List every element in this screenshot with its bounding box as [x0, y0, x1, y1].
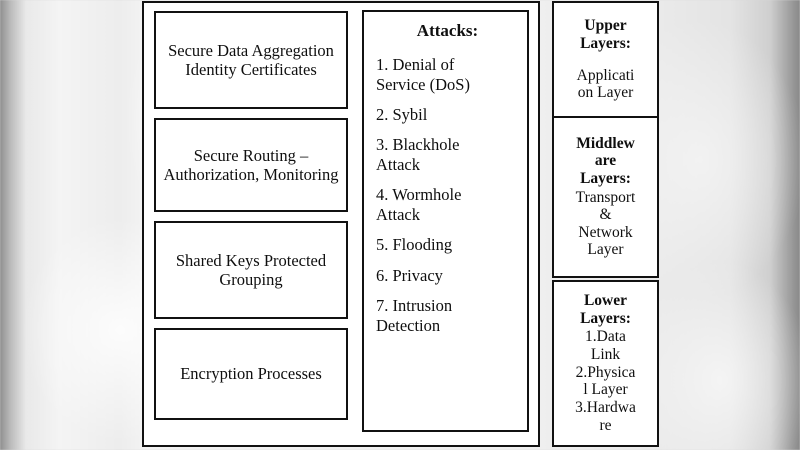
outer-panel: Secure Data Aggregation Identity Certifi…: [142, 1, 540, 447]
security-requirements-column: Secure Data Aggregation Identity Certifi…: [144, 3, 356, 445]
attack-item-2: 2. Sybil: [376, 104, 428, 124]
layer-lower-heading: Lower Layers:: [580, 292, 631, 327]
layer-box-middleware: Middlew are Layers: Transport & Network …: [552, 116, 659, 278]
attack-item-3: 3. Blackhole Attack: [376, 135, 460, 174]
layer-middleware-heading: Middlew are Layers:: [576, 134, 635, 187]
layer-lower-body: 1.Data Link 2.Physica l Layer 3.Hardwa r…: [575, 328, 636, 434]
layer-middleware-body: Transport & Network Layer: [575, 188, 636, 259]
security-box-shared-keys: Shared Keys Protected Grouping: [154, 221, 348, 319]
layer-upper-body: Applicati on Layer: [576, 66, 635, 102]
layer-box-lower: Lower Layers: 1.Data Link 2.Physica l La…: [552, 279, 659, 447]
attacks-box: Attacks: 1. Denial of Service (DoS) 2. S…: [362, 10, 529, 432]
attack-item-5: 5. Flooding: [376, 235, 453, 255]
layer-box-upper: Upper Layers: Applicati on Layer: [552, 1, 659, 119]
attack-item-4: 4. Wormhole Attack: [376, 185, 462, 224]
attacks-column: Attacks: 1. Denial of Service (DoS) 2. S…: [356, 3, 538, 445]
attack-item-7: 7. Intrusion Detection: [376, 296, 453, 335]
security-box-encryption-processes: Encryption Processes: [154, 328, 348, 420]
attack-item-1: 1. Denial of Service (DoS): [376, 55, 470, 94]
layer-upper-heading: Upper Layers:: [580, 17, 631, 53]
security-box-secure-routing: Secure Routing – Authorization, Monitori…: [154, 118, 348, 212]
security-box-secure-data-aggregation: Secure Data Aggregation Identity Certifi…: [154, 11, 348, 109]
attack-item-6: 6. Privacy: [376, 265, 443, 285]
attacks-title: Attacks:: [416, 21, 479, 40]
protocol-layers-column: Upper Layers: Applicati on Layer Middlew…: [552, 1, 659, 447]
